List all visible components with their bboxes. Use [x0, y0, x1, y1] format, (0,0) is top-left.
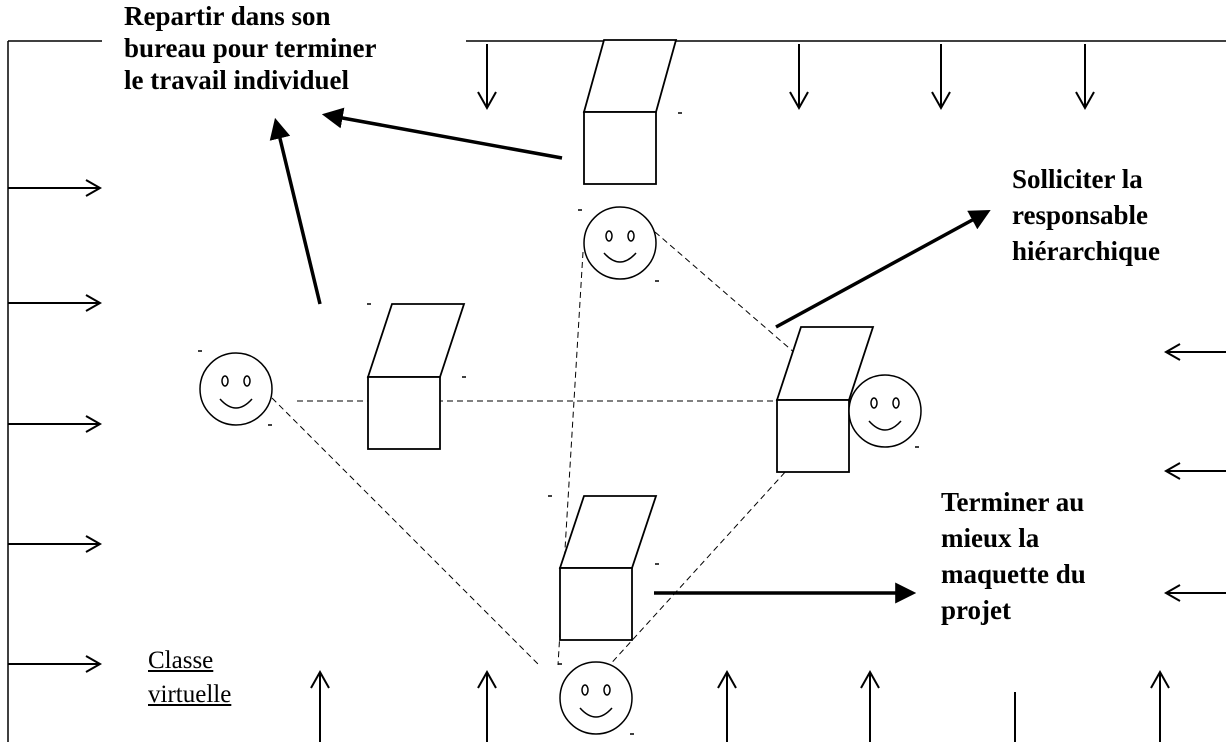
- desk-right: [775, 326, 875, 473]
- desk-top: [582, 39, 678, 185]
- label-classe-virtuelle: Classe virtuelle: [148, 644, 231, 712]
- arrow-to-bureau-upper: [321, 107, 563, 160]
- top-arrows: [477, 44, 1095, 111]
- label-solliciter-responsable: Solliciter la responsable hiérarchique: [1012, 161, 1160, 269]
- label-line: Terminer au: [941, 487, 1085, 517]
- label-line: Classe: [148, 647, 214, 674]
- smiley-bottom: [559, 661, 633, 735]
- label-line: maquette du: [941, 559, 1086, 589]
- label-line: Repartir dans son: [124, 1, 331, 31]
- outcome-arrows: [269, 107, 991, 604]
- smiley-right: [848, 374, 922, 448]
- label-line: bureau pour terminer: [124, 33, 377, 63]
- smiley-left: [199, 352, 273, 426]
- smiley-top: [583, 206, 657, 280]
- label-line: Solliciter la: [1012, 164, 1143, 194]
- label-line: le travail individuel: [124, 65, 350, 95]
- label-line: hiérarchique: [1012, 236, 1160, 266]
- arrow-to-responsable: [775, 209, 991, 329]
- tick-marks: [198, 112, 919, 735]
- frame: [7, 40, 1226, 742]
- label-terminer-maquette: Terminer au mieux la maquette du projet: [941, 484, 1086, 628]
- desk-bottom: [558, 495, 658, 641]
- label-line: virtuelle: [148, 681, 232, 708]
- desk-left: [366, 303, 466, 450]
- label-line: responsable: [1012, 200, 1149, 230]
- label-line: mieux la: [941, 523, 1040, 553]
- bottom-arrows: [310, 669, 1170, 742]
- label-line: projet: [941, 595, 1011, 625]
- interaction-lines: [271, 231, 827, 670]
- arrow-to-bureau-left: [269, 117, 322, 305]
- left-arrows: [8, 179, 103, 673]
- right-arrows: [1163, 343, 1226, 602]
- label-repartir-bureau: Repartir dans son bureau pour terminer l…: [124, 0, 377, 96]
